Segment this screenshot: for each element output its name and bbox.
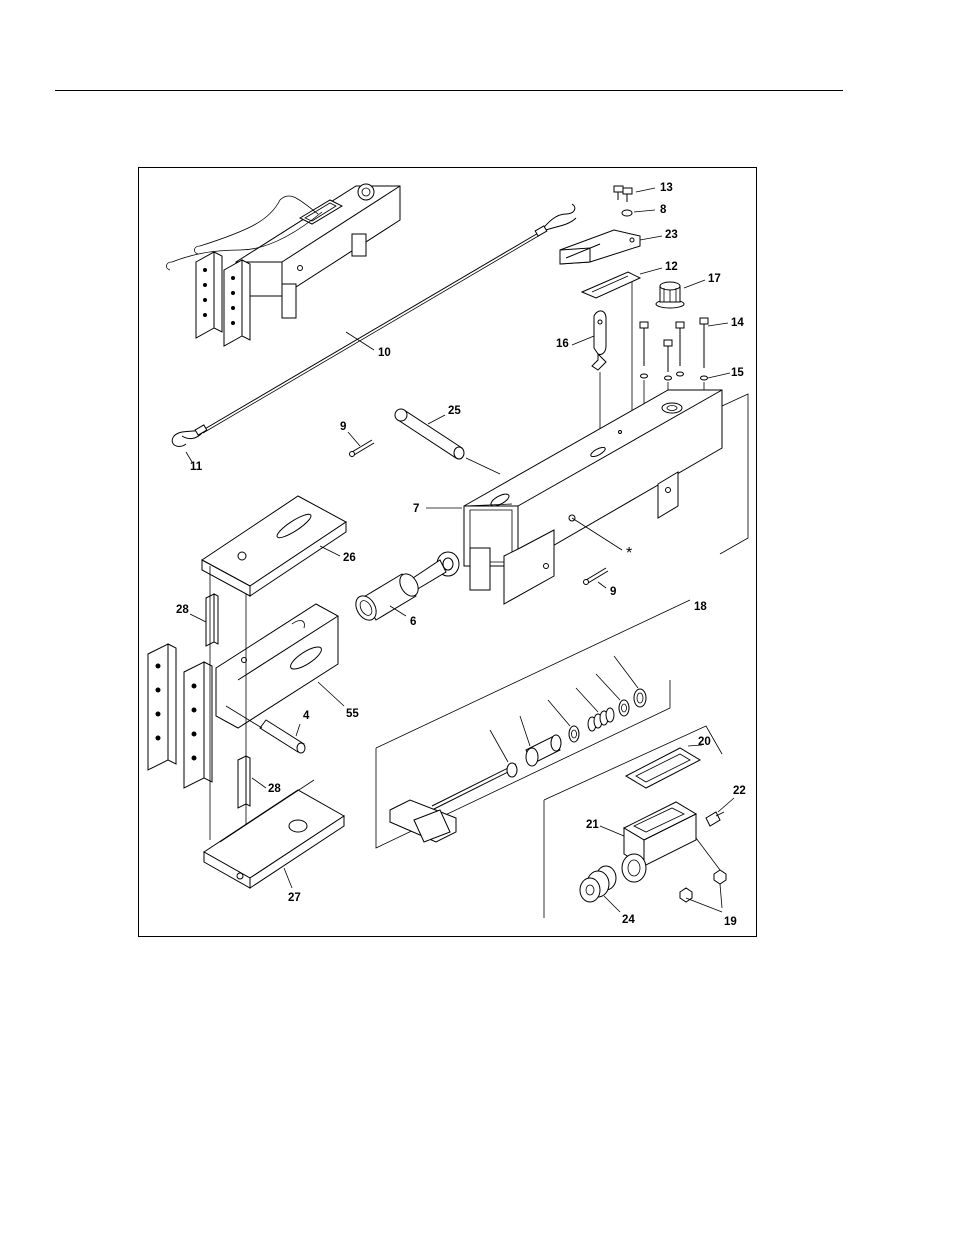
housing-part-21 [622,802,696,882]
callout-28-bottom: 28 [268,783,281,795]
callout-27: 27 [288,892,301,904]
washer-part-8 [622,210,632,216]
callout-17: 17 [708,273,721,285]
assembled-hitch-illustration [166,184,400,346]
callout-12: 12 [665,261,678,273]
drawbar-tube-part-7 [464,390,722,604]
callout-8: 8 [660,204,667,216]
callout-21: 21 [586,819,599,831]
diaphragm-part-24 [580,866,616,902]
bracket-part-23 [560,230,640,264]
cotter-pin-part-9-top [350,440,375,457]
callout-22: 22 [733,785,746,797]
gasket-part-20 [626,748,700,788]
pin-part-4 [226,706,305,753]
callout-14: 14 [731,317,744,329]
callout-26: 26 [343,552,356,564]
callout-11: 11 [190,461,203,473]
asterisk-marker: * [626,545,632,562]
washers-part-15 [641,372,708,380]
spring-assembly-part-18 [376,600,690,848]
callout-6: 6 [410,616,416,628]
callout-9-bottom: 9 [610,586,616,598]
callout-24: 24 [622,914,635,926]
channel-part-27 [204,780,344,888]
callout-10: 10 [378,347,391,359]
pin-part-25 [395,409,500,474]
cotter-pin-part-9-bottom [584,568,609,585]
callout-19: 19 [724,916,737,928]
fitting-part-22 [706,812,724,826]
guide-line [572,518,622,550]
assembly-envelope [720,394,748,554]
lunette-part-6 [352,552,459,624]
callout-28-top: 28 [176,604,189,616]
bolt-part-13 [614,186,632,202]
nuts-part-19 [680,870,726,902]
callout-4: 4 [303,710,310,722]
callout-18: 18 [694,601,707,613]
callout-25: 25 [448,405,461,417]
callout-55: 55 [346,708,359,720]
callout-20: 20 [698,736,711,748]
callout-23: 23 [665,229,678,241]
callout-9-top: 9 [340,421,346,433]
callout-13: 13 [660,182,673,194]
plate-part-12 [582,272,640,298]
bolts-part-14 [640,318,708,372]
callout-7: 7 [413,503,419,515]
callout-16: 16 [556,338,569,350]
callout-15: 15 [731,367,744,379]
cap-part-17 [656,282,684,308]
channel-part-26 [202,496,346,596]
